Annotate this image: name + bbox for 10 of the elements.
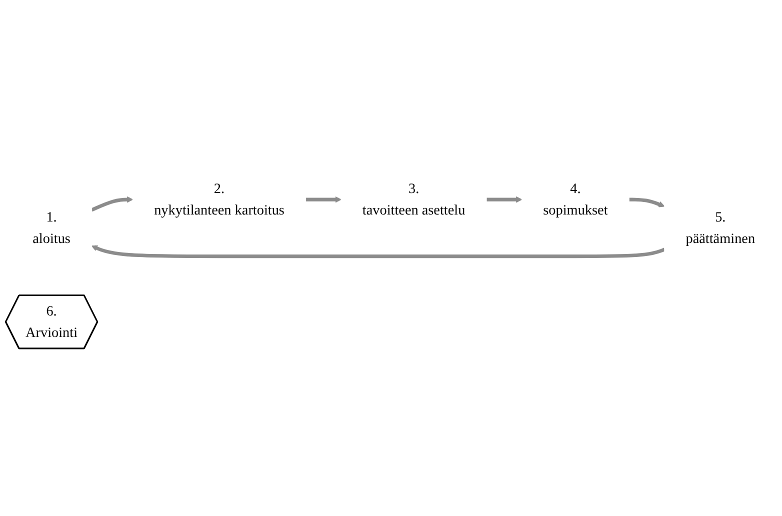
arrow [91,245,666,258]
arrow [486,196,522,203]
node-text: 4. sopimukset [543,181,608,218]
node-text: 1. aloitus [32,209,70,246]
node-text: 3. tavoitteen asettelu [362,181,466,218]
node-text: 5. päättäminen [686,209,756,246]
arrow [306,196,342,203]
node-text: 2. nykytilanteen kartoitus [154,181,284,218]
arrow [90,196,134,212]
arrow [629,198,665,208]
